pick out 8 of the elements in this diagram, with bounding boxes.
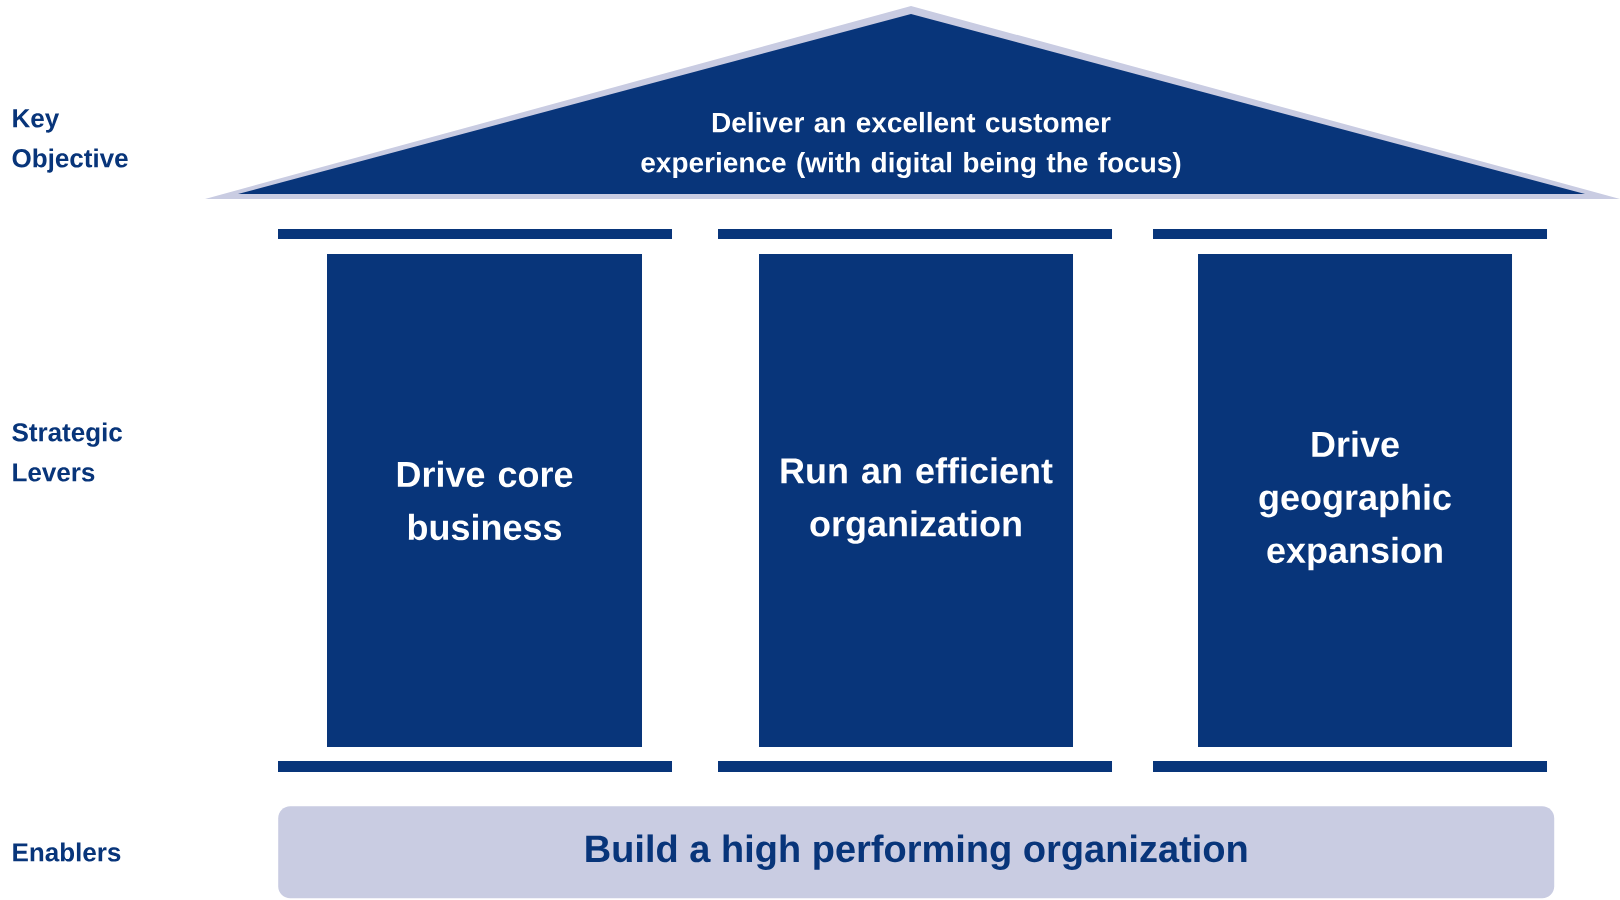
row-label: Key Objective: [12, 109, 128, 173]
pillar: Drive core business: [327, 254, 642, 747]
row-label: Enablers: [13, 842, 121, 862]
row-label: Strategic Levers: [12, 422, 123, 482]
roof: Deliver an excellent customer experience (with digital being the focus): [205, 6, 1620, 199]
foundation-band: Build a high performing organization: [278, 806, 1555, 899]
pillar: Run an efficient organization: [759, 254, 1073, 747]
pillar: Drive geographic expansion: [1198, 254, 1512, 747]
